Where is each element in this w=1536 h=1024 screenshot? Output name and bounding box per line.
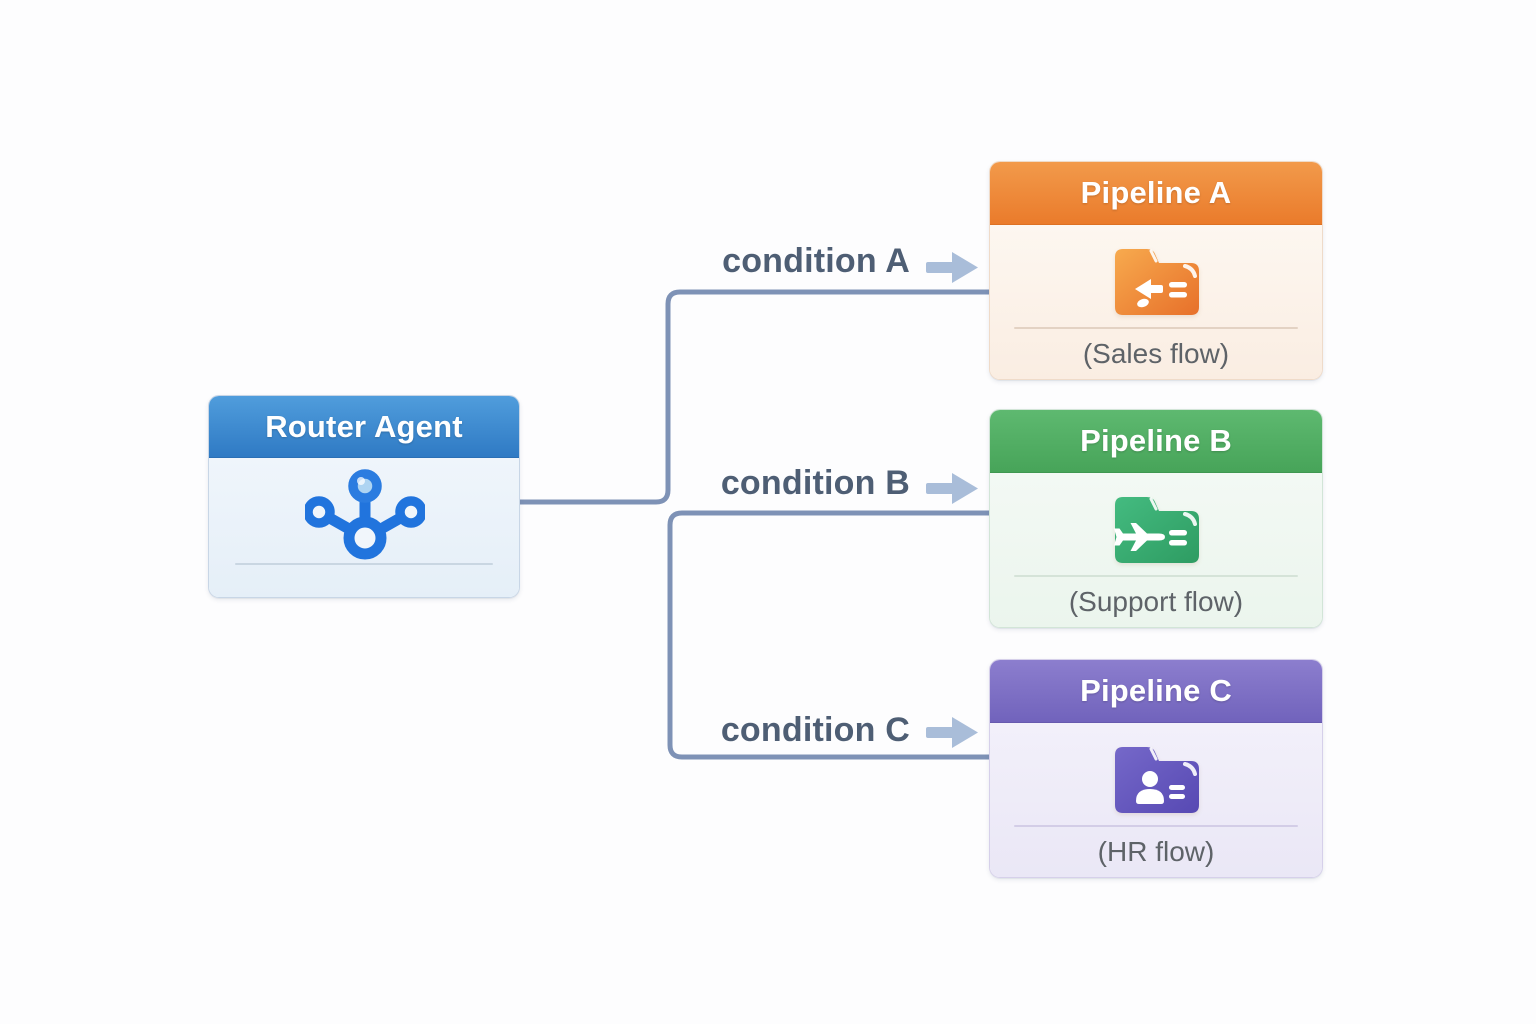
pipeline-b-node: Pipeline B (Support flow) [989,409,1323,628]
divider [1014,575,1298,577]
right-arrow-icon [926,717,978,748]
pipeline-b-header: Pipeline B [990,410,1322,473]
connector-condition-a [520,289,989,505]
hr-folder-icon [1115,747,1199,813]
network-hub-icon [305,469,425,560]
pipeline-c-body: (HR flow) [990,723,1322,877]
pipeline-c-title: Pipeline C [1080,673,1232,708]
pipeline-c-header: Pipeline C [990,660,1322,723]
pipeline-b-caption: (Support flow) [1068,586,1244,617]
pipeline-a-node: Pipeline A [989,161,1323,380]
divider [1014,825,1298,827]
divider [1014,327,1298,329]
equals-glyph [1169,785,1185,799]
pipeline-b-body: (Support flow) [990,473,1322,627]
equals-glyph [1169,530,1187,546]
airplane-glyph [1114,523,1165,551]
equals-glyph [1169,282,1187,298]
condition-b-label: condition B [720,464,910,502]
reply-arrow-glyph [1135,279,1163,308]
pipeline-c-node: Pipeline C [989,659,1323,878]
router-agent-node: Router Agent [208,395,520,598]
pipeline-b-title: Pipeline B [1080,423,1232,458]
condition-a-label: condition A [722,242,910,280]
pipeline-a-body: (Sales flow) [990,225,1322,379]
connector-condition-b-c [667,510,989,760]
router-agent-title: Router Agent [265,408,463,444]
condition-c-label: condition C [720,711,910,749]
pipeline-a-title: Pipeline A [1080,175,1232,210]
support-folder-icon [1114,497,1199,563]
right-arrow-icon [926,473,978,504]
right-arrow-icon [926,252,978,283]
router-agent-header: Router Agent [209,396,519,458]
pipeline-a-caption: (Sales flow) [1082,338,1230,369]
router-agent-body [209,458,519,597]
pipeline-a-header: Pipeline A [990,162,1322,225]
pipeline-c-caption: (HR flow) [1097,836,1215,867]
divider [235,563,493,565]
person-glyph [1136,771,1164,804]
sales-folder-icon [1115,249,1199,315]
